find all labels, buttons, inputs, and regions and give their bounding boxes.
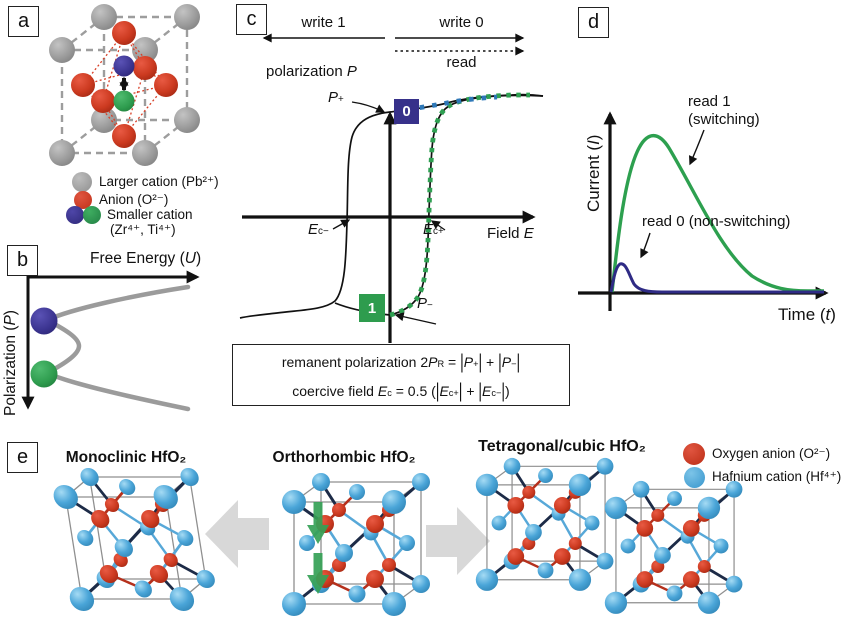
legend-anion-label: Anion (O²⁻) [99, 192, 169, 207]
p-plus-label: P+ [328, 89, 344, 106]
double-well-plot [21, 270, 200, 412]
legend-larger-cation-label: Larger cation (Pb²⁺) [99, 174, 219, 189]
state-up-ball [30, 307, 58, 335]
oxygen-displacement-arrows [307, 502, 329, 594]
tetragonal-cubic-title: Tetragonal/cubic HfO₂ [478, 438, 646, 455]
read-label: read [446, 54, 477, 71]
current-axis-label: Current (I) [584, 134, 603, 212]
state-0-box: 0 [394, 99, 419, 124]
remanent-polarization-formula: remanent polarization 2PR = |P+| + |P−| [281, 349, 521, 374]
anion-spheres [71, 21, 178, 148]
panel-label-a: a [8, 6, 39, 37]
hafnium-cation-label: Hafnium cation (Hf⁴⁺) [712, 469, 842, 484]
ec-plus-label: Ec+ [423, 221, 444, 238]
transition-arrow-left [205, 500, 269, 568]
larger-cation-swatch [72, 172, 92, 192]
p-plus-leader [351, 101, 386, 113]
monoclinic-title: Monoclinic HfO₂ [65, 449, 187, 466]
orthorhombic-structure [280, 471, 432, 618]
smaller-cation-blue-swatch [66, 206, 84, 224]
state-1-box: 1 [359, 294, 385, 322]
read0-current-curve [609, 262, 824, 294]
orthorhombic-title: Orthorhombic HfO₂ [272, 449, 416, 466]
write1-label: write 1 [301, 14, 346, 31]
smaller-cation-up-sphere [113, 55, 135, 77]
smaller-cation-down-sphere [113, 90, 135, 112]
read1-annotation-line1: read 1 [688, 93, 731, 110]
hysteresis-right-branch [389, 93, 544, 316]
monoclinic-structure [47, 466, 222, 613]
p-minus-label: P− [417, 295, 433, 312]
state-down-ball [30, 360, 58, 388]
ec-plus-leader [430, 220, 446, 231]
panel-label-d: d [578, 7, 609, 38]
read-current-plot [578, 111, 829, 311]
p-minus-leader [394, 312, 437, 325]
panel-label-e: e [7, 442, 38, 473]
transition-arrow-right [426, 507, 490, 575]
write0-label: write 0 [439, 14, 484, 31]
cubic-structure [603, 479, 744, 616]
ec-minus-leader [332, 219, 351, 230]
oxygen-anion-label: Oxygen anion (O²⁻) [712, 446, 831, 461]
oxygen-anion-swatch [683, 443, 705, 465]
energy-curve [41, 284, 191, 412]
free-energy-axis-label: Free Energy (U) [90, 250, 202, 267]
coercive-field-formula: coercive field Ec = 0.5 (|Ec+| + |Ec−|) [292, 378, 510, 403]
perovskite-structure [49, 4, 200, 166]
read1-annotation-line2: (switching) [688, 111, 760, 128]
hysteresis-plot [239, 33, 544, 343]
hfo2-structures [47, 456, 744, 618]
tetragonal-structure [474, 456, 615, 593]
read1-current-curve [610, 133, 824, 293]
ec-minus-label: Ec− [308, 221, 329, 238]
panel-label-b: b [7, 245, 38, 276]
panel-label-c: c [236, 4, 267, 35]
read0-leader [640, 232, 651, 259]
hafnium-cation-swatch [684, 467, 705, 488]
polarization-axis-label: Polarization (P) [2, 310, 19, 416]
formula-box: remanent polarization 2PR = |P+| + |P−| … [232, 344, 570, 406]
write1-read-path-green [389, 92, 530, 318]
anion-swatch [74, 191, 92, 209]
read0-annotation: read 0 (non-switching) [642, 213, 791, 230]
time-axis-label: Time (t) [778, 305, 836, 324]
polarization-p-label: polarization P [266, 63, 357, 80]
read1-leader [688, 129, 705, 166]
legend-smaller-cation-ions: (Zr⁴⁺, Ti⁴⁺) [110, 222, 176, 237]
legend-smaller-cation-label: Smaller cation [107, 207, 193, 222]
smaller-cation-green-swatch [83, 206, 101, 224]
larger-cation-spheres [49, 4, 200, 166]
field-e-label: Field E [487, 225, 534, 242]
